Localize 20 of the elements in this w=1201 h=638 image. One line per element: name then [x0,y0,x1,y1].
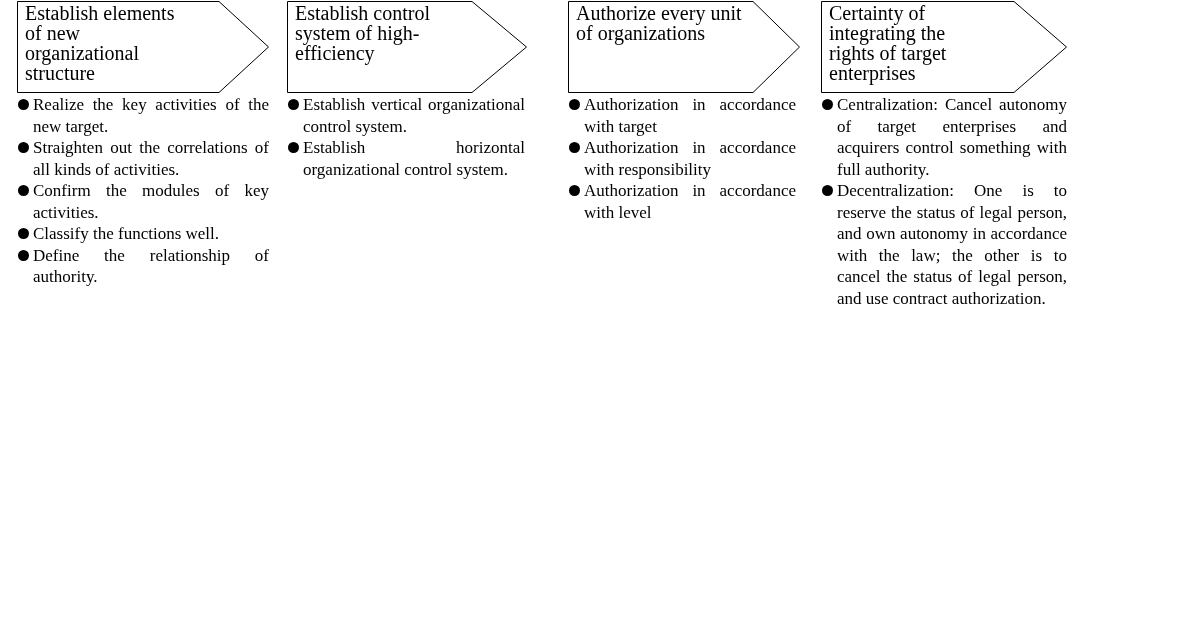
chevron-step [17,1,269,93]
bullet-text: Establish horizontal organizational control system. [303,138,525,179]
step-title: Establish control system of high-efficiency [295,3,431,63]
step-title: Establish elements of new organizational structure [25,3,175,83]
step-title: Certainty of integrating the rights of target enterprises [829,3,948,83]
bullet-text: Straighten out the correlations of all kinds of activities. [33,138,269,179]
chevron-step [568,1,800,93]
bullet-text: Centralization: Cancel autonomy of target enterprises and acquirers control something with full authority. [837,95,1067,179]
bullet-text: Authorization in accordance with responsibility [584,138,796,179]
bullet-text: Authorization in accordance with level [584,181,796,222]
bullet-text: Confirm the modules of key activities. [33,181,269,222]
bullet-text: Establish vertical organizational control system. [303,95,525,136]
bullet-text: Define the relationship of authority. [33,245,269,286]
chevron-step [287,1,527,93]
chevron-step [821,1,1067,93]
bullet-text: Classify the functions well. [33,224,220,243]
bullet-text: Realize the key activities of the new target. [33,95,269,136]
bullet-text: Decentralization: One is to reserve the status of legal person, and own autonomy in accordance with the law; the other is to cancel the status of legal person, and use contract authorization. [837,181,1067,308]
step-title: Authorize every unit of organizations [576,3,743,43]
bullet-text: Authorization in accordance with target [584,95,796,136]
